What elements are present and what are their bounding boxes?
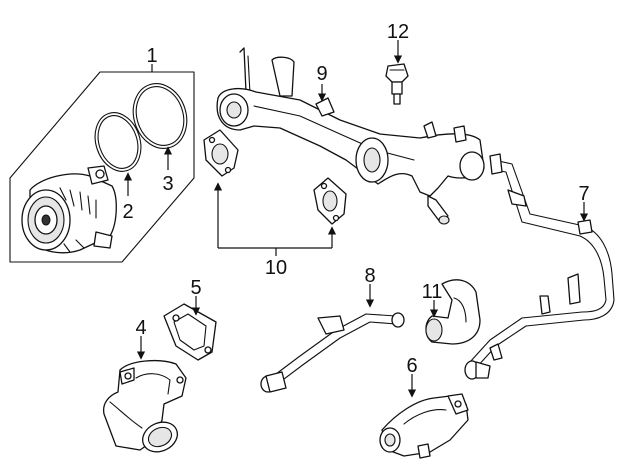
callout-2: 2 [122, 201, 133, 223]
callout-8: 8 [364, 265, 375, 287]
callout-7: 7 [578, 183, 589, 205]
callout-10: 10 [265, 257, 287, 279]
callout-3: 3 [162, 173, 173, 195]
temperature-sensor[interactable] [385, 63, 409, 105]
callout-6: 6 [406, 355, 417, 377]
callout-1: 1 [146, 45, 157, 67]
callout-12: 12 [387, 21, 409, 43]
pipe-gasket-right[interactable] [313, 177, 347, 225]
bypass-pipe-long[interactable] [464, 153, 615, 380]
water-pump-kit-group [9, 64, 195, 263]
callout-5: 5 [190, 277, 201, 299]
callout-labels: 1 2 3 4 5 6 7 8 9 10 11 12 [122, 21, 589, 377]
callout-11: 11 [422, 281, 443, 303]
thermostat-gasket[interactable] [163, 303, 217, 361]
pipe-gasket-left[interactable] [203, 129, 239, 177]
kit-boundary-box [9, 71, 195, 263]
bypass-pipe-medium[interactable] [260, 312, 405, 393]
callout-9: 9 [316, 63, 327, 85]
o-ring-small[interactable] [88, 107, 148, 178]
main-water-pipe[interactable] [216, 47, 485, 225]
coolant-hose[interactable] [425, 279, 481, 345]
water-outlet-housing[interactable] [379, 393, 469, 459]
thermostat-housing-elbow[interactable] [102, 359, 187, 458]
water-pump[interactable] [21, 165, 117, 254]
callout-4: 4 [135, 317, 146, 339]
o-ring-large[interactable] [125, 77, 195, 156]
